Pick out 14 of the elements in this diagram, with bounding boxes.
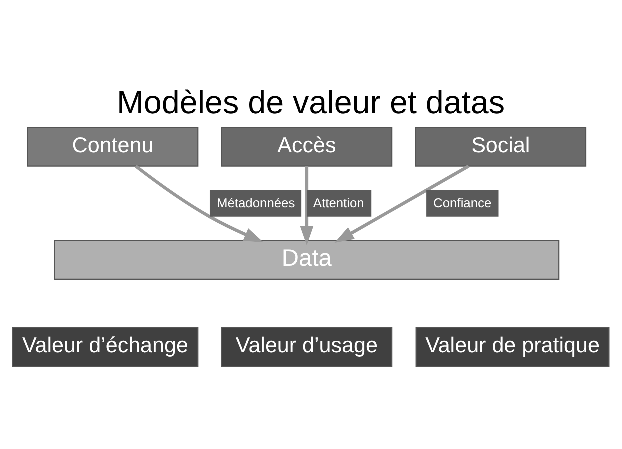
arrow [334, 164, 470, 243]
edge-label: Confiance [434, 194, 492, 210]
node-box: Valeur d’usage [221, 326, 393, 367]
node-box: Social [415, 126, 587, 166]
node-box: Accès [221, 126, 393, 166]
node-box: Valeur de pratique [416, 326, 610, 367]
node-box: Valeur d’échange [12, 326, 199, 367]
edge-label: Métadonnées [216, 194, 296, 210]
diagram-title: Modèles de valeur et datas [117, 84, 505, 120]
node-box: Contenu [27, 126, 199, 166]
arrow [300, 166, 314, 245]
arrow [135, 164, 264, 242]
edge-label: Attention [313, 194, 364, 210]
node-box: Data [54, 240, 560, 280]
